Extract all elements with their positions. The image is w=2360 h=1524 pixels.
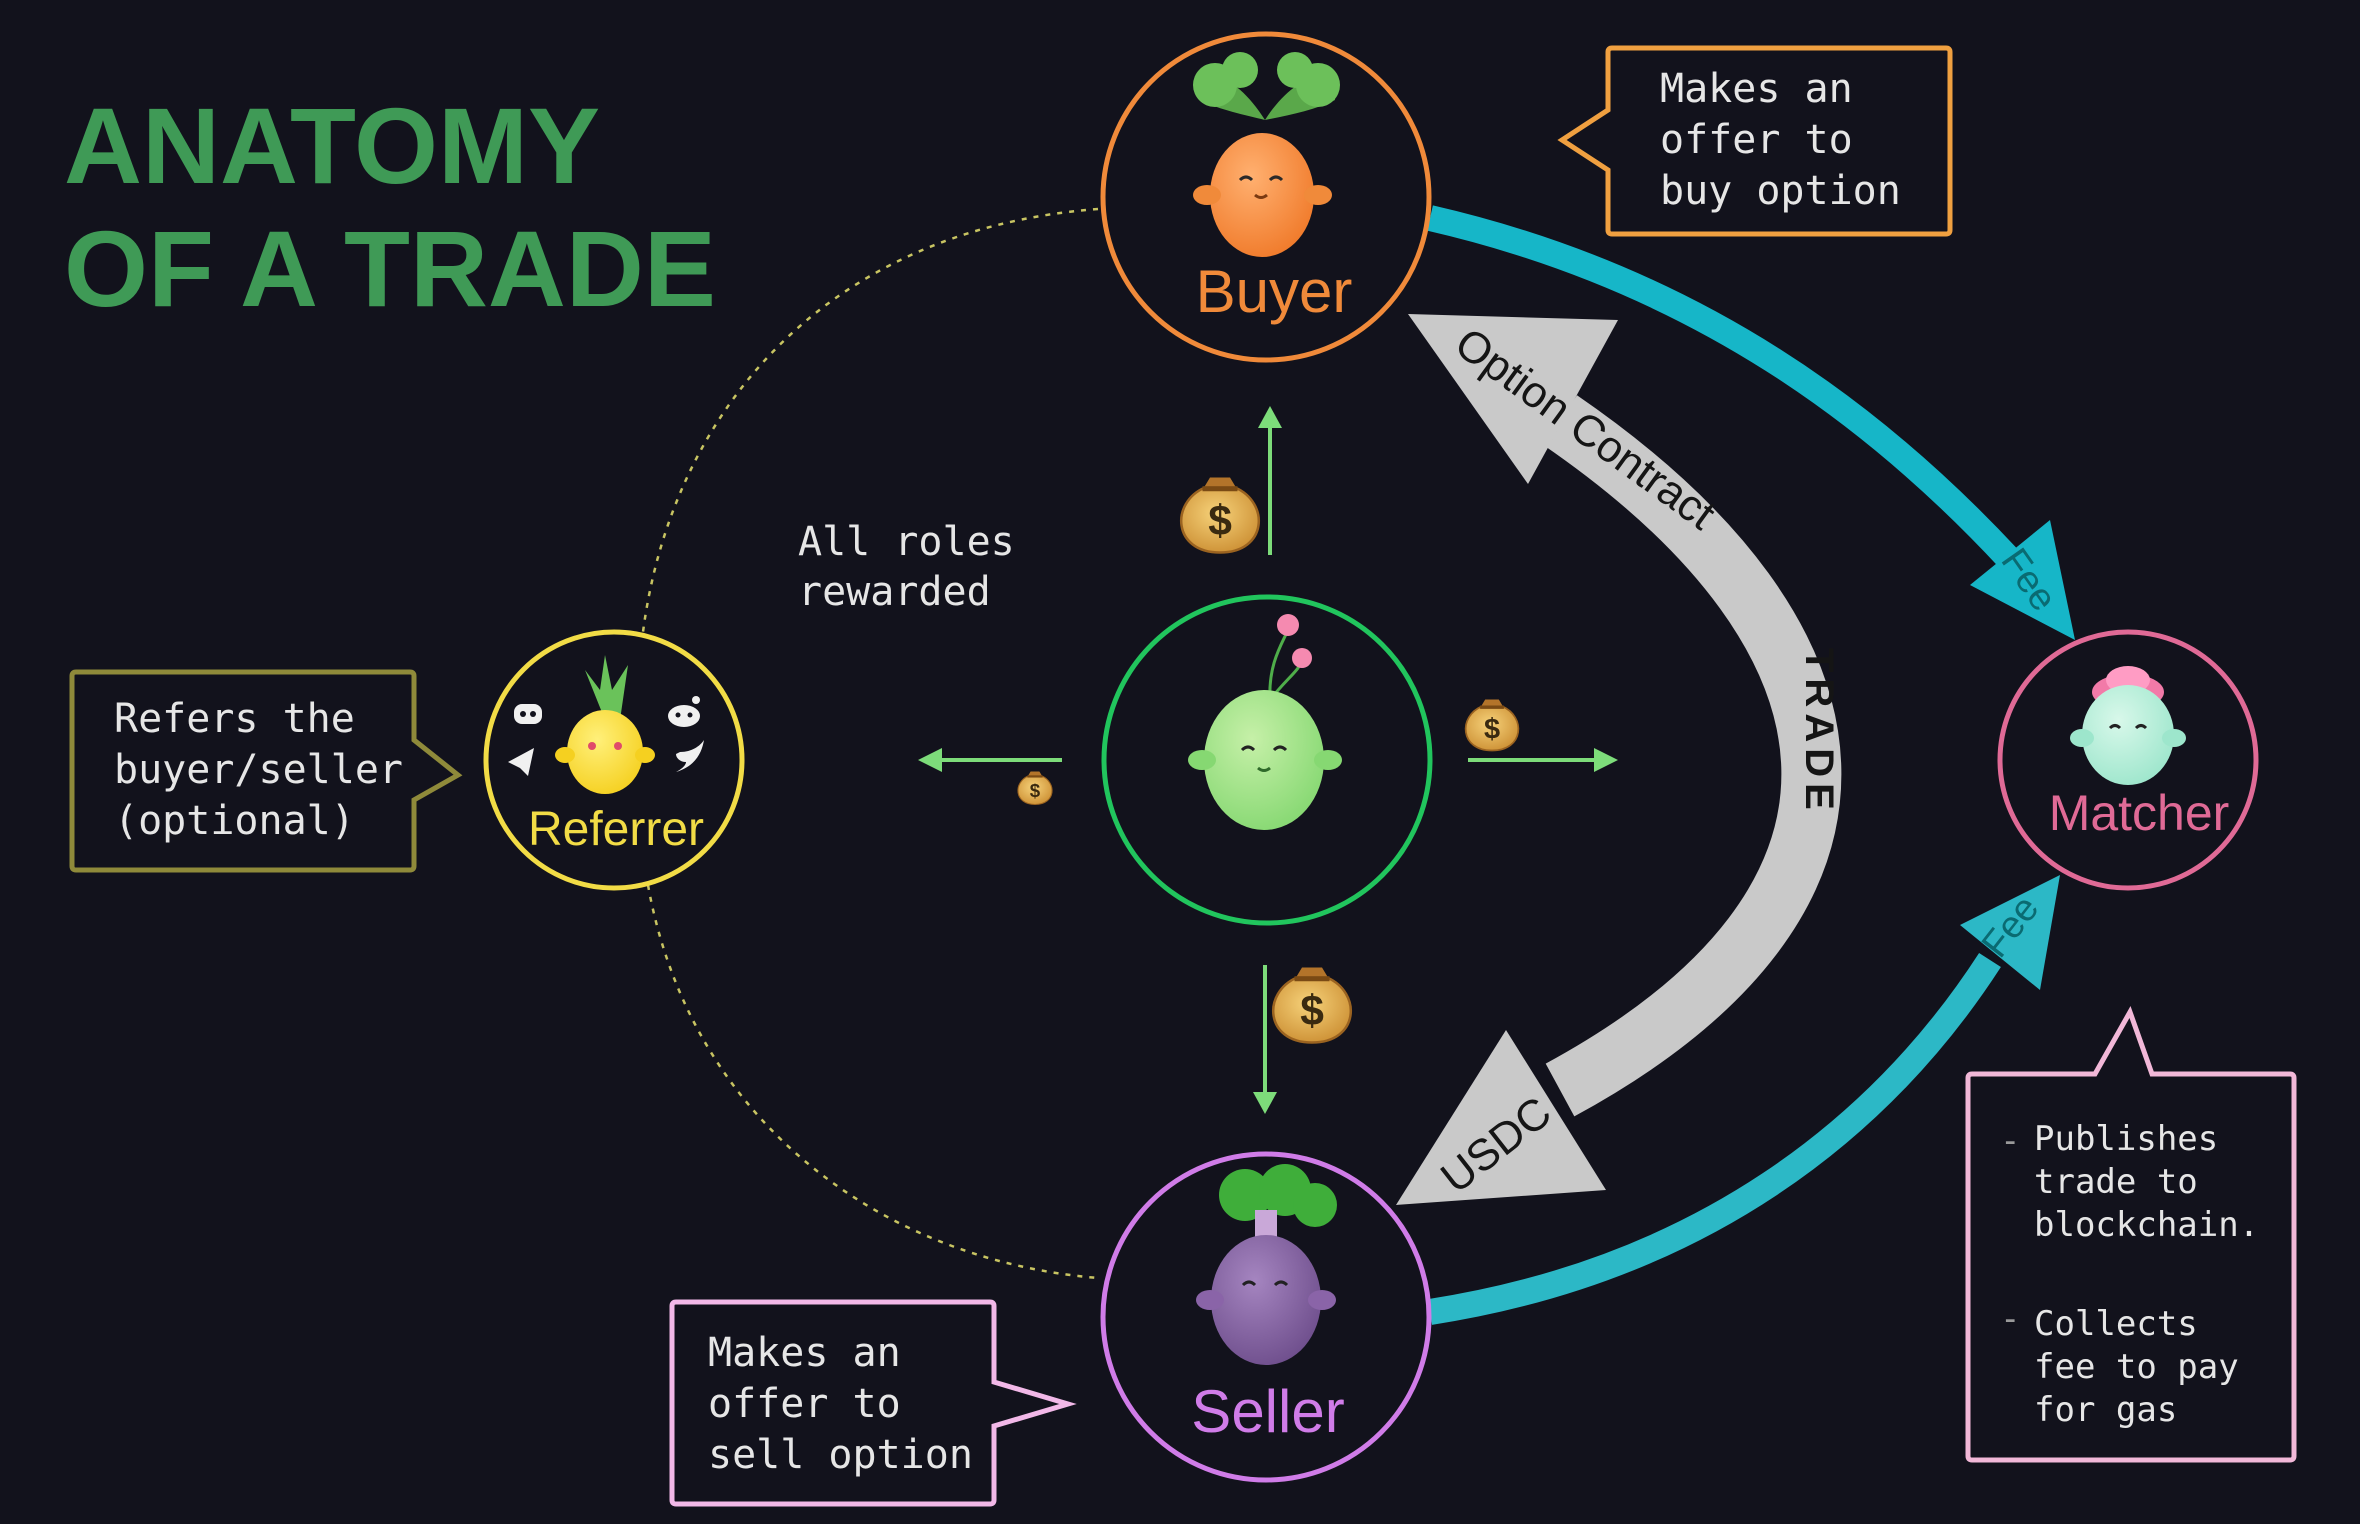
matcher-item2-line-1: Collects <box>2034 1304 2198 1344</box>
buyer-node: Buyer <box>1100 31 1432 363</box>
matcher-label: Matcher <box>2049 785 2230 841</box>
referrer-callout-line-3: (optional) <box>114 798 355 844</box>
referrer-callout-line-1: Refers the <box>114 696 355 742</box>
buyer-label: Buyer <box>1196 258 1353 325</box>
rewards-text-line-2: rewarded <box>798 569 991 615</box>
money-bag-icon <box>1016 770 1054 806</box>
buyer-mascot-icon <box>1193 52 1340 257</box>
referrer-mascot-icon <box>555 655 655 794</box>
fee-arrow-bottom <box>1427 952 2001 1325</box>
seller-mascot-icon <box>1196 1164 1337 1365</box>
twitter-icon <box>676 740 704 772</box>
discord-icon <box>514 704 542 724</box>
option-contract-arrowhead <box>1408 314 1618 484</box>
referrer-node: Referrer <box>483 629 745 891</box>
money-bag-icon <box>1273 968 1351 1043</box>
seller-callout-line-3: sell option <box>708 1432 973 1478</box>
matcher-node: Matcher <box>1997 629 2259 891</box>
fee-arrow-top <box>1427 205 2020 569</box>
buyer-callout-line-3: buy option <box>1660 168 1901 214</box>
reward-arrow-right <box>1468 748 1618 772</box>
referral-orbit <box>638 207 1099 1280</box>
reddit-icon <box>668 696 700 727</box>
seller-label: Seller <box>1191 1378 1344 1445</box>
fee-arrow-top-head <box>1970 520 2075 640</box>
reward-arrow-left <box>918 748 1062 772</box>
title-line-2: OF A TRADE <box>64 208 716 329</box>
money-bag-icon <box>1181 478 1259 553</box>
usdc-arrowhead <box>1396 1030 1606 1205</box>
trade-arrow <box>1542 395 1842 1117</box>
center-node <box>1101 594 1433 926</box>
reward-arrow-down <box>1253 965 1277 1114</box>
reward-arrow-up <box>1258 406 1282 555</box>
center-mascot-icon <box>1188 614 1342 830</box>
matcher-item2-line-2: fee to pay <box>2034 1347 2239 1387</box>
buyer-callout-line-2: offer to <box>1660 117 1853 163</box>
referrer-callout: Refers the buyer/seller (optional) <box>69 669 463 873</box>
title-line-1: ANATOMY <box>64 85 600 206</box>
rewards-text-line-1: All roles <box>798 519 1015 565</box>
trade-label: TRADE <box>1797 648 1841 816</box>
matcher-item1-line-1: Publishes <box>2034 1119 2218 1159</box>
matcher-callout: - Publishes trade to blockchain. - Colle… <box>1965 1005 2297 1463</box>
seller-callout: Makes an offer to sell option <box>669 1299 1077 1507</box>
matcher-item1-line-3: blockchain. <box>2034 1205 2259 1245</box>
referrer-callout-line-2: buyer/seller <box>114 747 403 793</box>
telegram-icon <box>508 748 534 776</box>
matcher-item1-line-2: trade to <box>2034 1162 2198 1202</box>
seller-callout-line-2: offer to <box>708 1381 901 1427</box>
referrer-label: Referrer <box>528 803 704 856</box>
matcher-item2-line-3: for gas <box>2034 1390 2177 1430</box>
matcher-bullet-1: - <box>2000 1121 2020 1161</box>
money-bag-icon <box>1463 697 1521 753</box>
matcher-mascot-icon <box>2070 666 2186 785</box>
matcher-bullet-2: - <box>2000 1299 2020 1339</box>
seller-callout-line-1: Makes an <box>708 1330 901 1376</box>
buyer-callout: Makes an offer to buy option <box>1557 45 1953 237</box>
seller-node: Seller <box>1100 1151 1432 1483</box>
fee-arrow-bottom-head <box>1960 875 2060 990</box>
buyer-callout-line-1: Makes an <box>1660 66 1853 112</box>
